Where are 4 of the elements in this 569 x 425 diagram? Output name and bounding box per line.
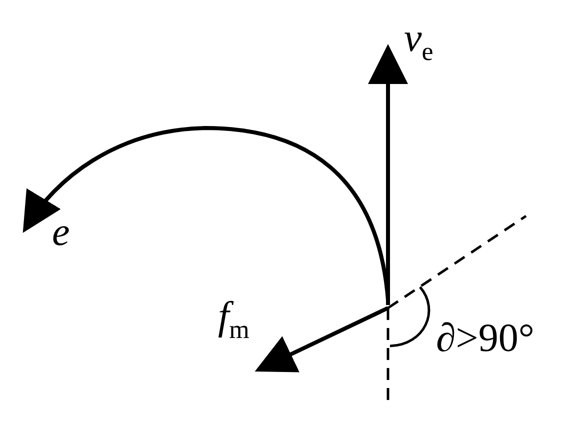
vector-label: e bbox=[52, 212, 70, 252]
vector-label: f$_{m}$ bbox=[218, 296, 250, 343]
vector-label: v$_{e}$ bbox=[404, 18, 434, 65]
angle-label: ∂>90° bbox=[436, 318, 534, 358]
